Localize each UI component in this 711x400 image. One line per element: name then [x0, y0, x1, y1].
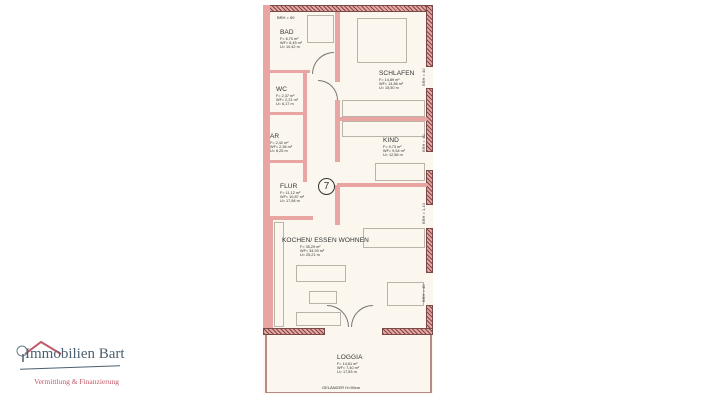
wall-left — [263, 5, 270, 335]
room-perimeter: U= 17,83 m — [337, 369, 357, 374]
wall-interior — [337, 117, 427, 121]
room-living-area: WF= 2,36 m² — [270, 144, 293, 149]
loggia-edge — [430, 335, 432, 393]
wall-interior — [335, 100, 340, 162]
logo-house-icon — [16, 340, 62, 362]
kid-bed — [375, 163, 425, 181]
wall-interior — [270, 220, 273, 328]
railing-label: GELÄNDER H=90cm — [322, 385, 361, 390]
wall-bottom — [382, 328, 433, 335]
room-living-area: WF= 34,93 m² — [300, 248, 325, 253]
room-area: F= 11,12 m² — [280, 190, 301, 195]
room-living-area: WF= 14,86 m² — [379, 81, 404, 86]
window-label: BRH = 40 — [421, 68, 426, 86]
sofa — [296, 265, 346, 282]
room-name: WC — [276, 86, 288, 93]
room-perimeter: U= 25,21 m — [300, 252, 320, 257]
room-perimeter: U= 12,56 m — [383, 152, 403, 157]
room-perimeter: U= 6,17 m — [276, 101, 294, 106]
room-name: BAD — [280, 29, 294, 36]
room-name: AR — [270, 133, 280, 140]
room-name: SCHLAFEN — [379, 70, 415, 77]
wall-interior — [270, 70, 310, 73]
wall-interior — [270, 160, 307, 163]
window-label: BRH = 1,10 — [421, 203, 426, 224]
logo-swoosh — [20, 365, 120, 370]
room-perimeter: U= 10,42 m — [280, 44, 300, 49]
wall-right — [426, 5, 433, 67]
room-perimeter: U= 15,50 m — [379, 85, 399, 90]
room-area: F= 2,37 m² — [276, 93, 295, 98]
room-name: LOGGIA — [337, 354, 363, 361]
shower — [307, 15, 334, 43]
wall-right — [426, 88, 433, 152]
logo-tagline: Vermittlung & Finanzierung — [34, 377, 119, 386]
room-living-area: WF= 6,45 m² — [280, 40, 303, 45]
wall-interior — [263, 216, 313, 220]
wall-top — [263, 5, 433, 12]
bed — [357, 18, 407, 63]
wall-interior — [303, 72, 307, 182]
unit-number: 7 — [318, 178, 335, 195]
window-label: BRH = 40 — [421, 134, 426, 152]
room-living-area: WF= 7,40 m² — [337, 365, 360, 370]
room-area: F= 14,61 m² — [337, 361, 358, 366]
room-living-area: WF= 10,87 m² — [280, 194, 305, 199]
coffee-table — [309, 291, 337, 304]
kitchen-counter — [274, 222, 284, 327]
window-label: BRH = 40 — [421, 284, 426, 302]
room-area: F= 2,42 m² — [270, 140, 289, 145]
room-living-area: WF= 9,54 m² — [383, 148, 406, 153]
room-area: F= 14,89 m² — [379, 77, 400, 82]
kitchen-island — [363, 228, 425, 248]
brh-label: BRH = 90 — [277, 15, 295, 20]
wall-interior — [270, 112, 307, 115]
room-living-area: WF= 2,21 m² — [276, 97, 299, 102]
logo-name: Immobilien Bart — [25, 346, 125, 362]
room-name: KIND — [383, 137, 399, 144]
wall-bottom — [263, 328, 325, 335]
room-area: F= 35,29 m² — [300, 244, 321, 249]
loggia-edge — [265, 335, 267, 393]
wardrobe — [342, 100, 425, 117]
wall-right — [426, 170, 433, 205]
wall-interior — [337, 183, 427, 187]
wardrobe — [342, 121, 425, 137]
room-area: F= 9,73 m² — [383, 144, 402, 149]
dining-table — [387, 282, 424, 306]
wall-right — [426, 228, 433, 273]
room-area: F= 6,70 m² — [280, 36, 299, 41]
wall-interior — [335, 12, 340, 82]
loggia-railing — [265, 392, 432, 393]
room-name: FLUR — [280, 183, 298, 190]
room-perimeter: U= 6,25 m — [270, 148, 288, 153]
wall-interior — [335, 185, 340, 225]
room-name: KOCHEN/ ESSEN WOHNEN — [282, 237, 369, 244]
room-perimeter: U= 17,98 m — [280, 198, 300, 203]
